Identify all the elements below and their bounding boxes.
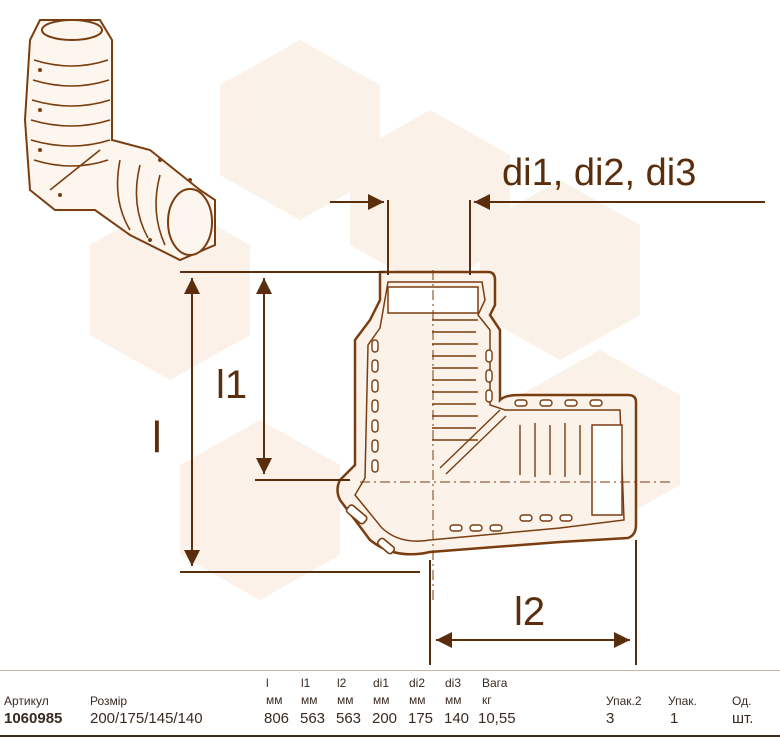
cell-l: 806 [264, 710, 290, 727]
elbow-fitting-3d-icon [23, 19, 216, 262]
header-l2-unit: мм [337, 693, 354, 707]
header-weight: Вага [482, 676, 508, 690]
header-di1-unit: мм [373, 693, 390, 707]
header-di3-unit: мм [445, 693, 462, 707]
elbow-fitting-section [336, 270, 670, 600]
cell-pack2: 3 [606, 710, 615, 727]
spec-table [0, 670, 780, 741]
cell-unit: шт. [732, 710, 754, 727]
cell-pack: 1 [670, 710, 679, 727]
header-l: l [266, 676, 269, 690]
header-pack2: Упак.2 [606, 694, 642, 708]
cell-di1: 200 [372, 710, 398, 727]
header-size: Розмір [90, 694, 128, 708]
cell-weight: 10,55 [478, 710, 516, 727]
header-l-unit: мм [266, 693, 283, 707]
cell-di3: 140 [444, 710, 470, 727]
dimension-label-l: l [152, 413, 162, 462]
header-weight-unit: кг [482, 693, 492, 707]
dimension-lines [180, 194, 765, 665]
header-l1: l1 [301, 676, 311, 690]
header-di3: di3 [445, 676, 462, 690]
cell-l2: 563 [336, 710, 362, 727]
cell-size: 200/175/145/140 [90, 710, 203, 727]
header-unit: Од. [732, 694, 752, 708]
technical-drawing: l l1 l2 di1, di2, di3 [23, 19, 765, 665]
cell-article: 1060985 [4, 710, 63, 727]
cell-di2: 175 [408, 710, 434, 727]
table-bottom-rule [0, 735, 780, 737]
header-l1-unit: мм [301, 693, 318, 707]
header-pack: Упак. [668, 694, 697, 708]
header-article: Артикул [4, 694, 49, 708]
header-di1: di1 [373, 676, 390, 690]
dimension-label-l1: l1 [216, 363, 247, 407]
dimension-label-l2: l2 [514, 590, 545, 634]
dimension-label-diameters: di1, di2, di3 [502, 152, 696, 194]
cell-l1: 563 [300, 710, 326, 727]
header-l2: l2 [337, 676, 347, 690]
header-di2-unit: мм [409, 693, 426, 707]
header-di2: di2 [409, 676, 426, 690]
